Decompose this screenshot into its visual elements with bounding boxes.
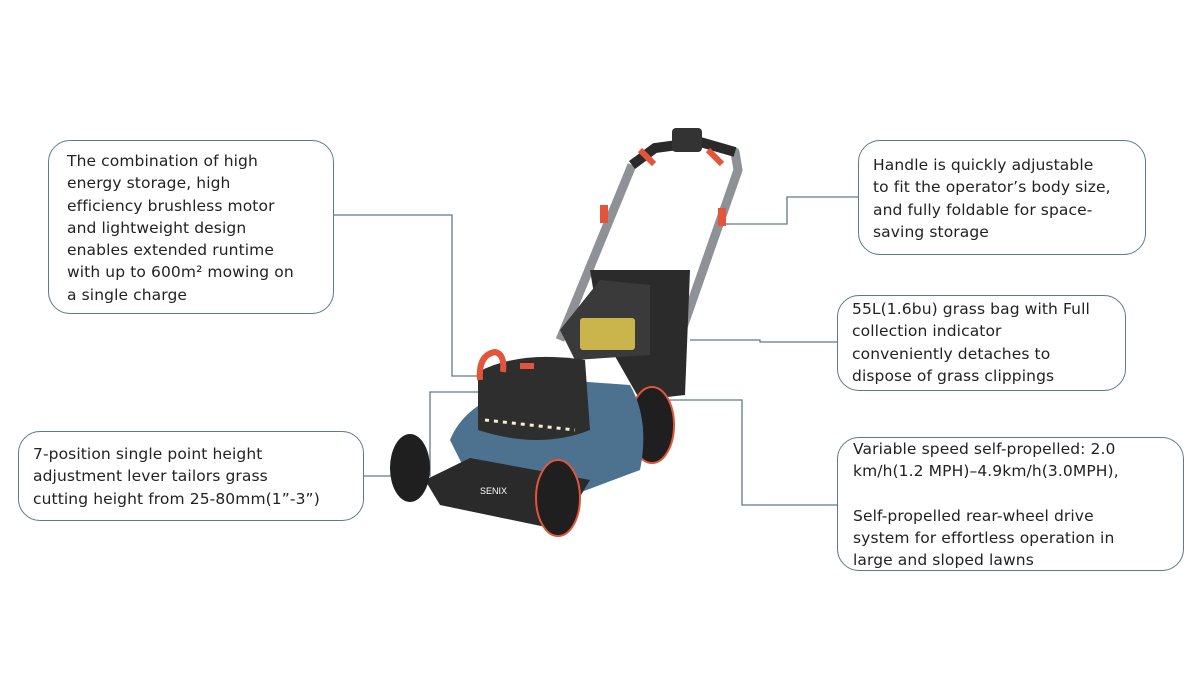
callout-text: 7-position single point height adjustmen… (33, 445, 320, 508)
callout-height-adjustment: 7-position single point height adjustmen… (18, 431, 364, 521)
callout-text: Handle is quickly adjustable to fit the … (873, 156, 1111, 241)
callout-text-drive: Self-propelled rear-wheel drive system f… (853, 506, 1115, 570)
front-left-wheel (390, 434, 430, 502)
handle (555, 128, 743, 372)
callout-handle: Handle is quickly adjustable to fit the … (858, 140, 1146, 255)
callout-text: The combination of high energy storage, … (67, 152, 294, 304)
front-right-wheel (535, 459, 581, 537)
callout-text: 55L(1.6bu) grass bag with Full collectio… (852, 300, 1090, 385)
grass-bag (560, 270, 690, 400)
callout-self-propelled: Variable speed self-propelled: 2.0 km/h(… (837, 437, 1184, 571)
callout-text-speed: Variable speed self-propelled: 2.0 km/h(… (853, 440, 1119, 481)
callout-battery-runtime: The combination of high energy storage, … (48, 140, 334, 314)
callout-grass-bag: 55L(1.6bu) grass bag with Full collectio… (837, 295, 1126, 391)
brand-logo: SENIX (480, 486, 507, 496)
battery-cover (476, 348, 590, 440)
